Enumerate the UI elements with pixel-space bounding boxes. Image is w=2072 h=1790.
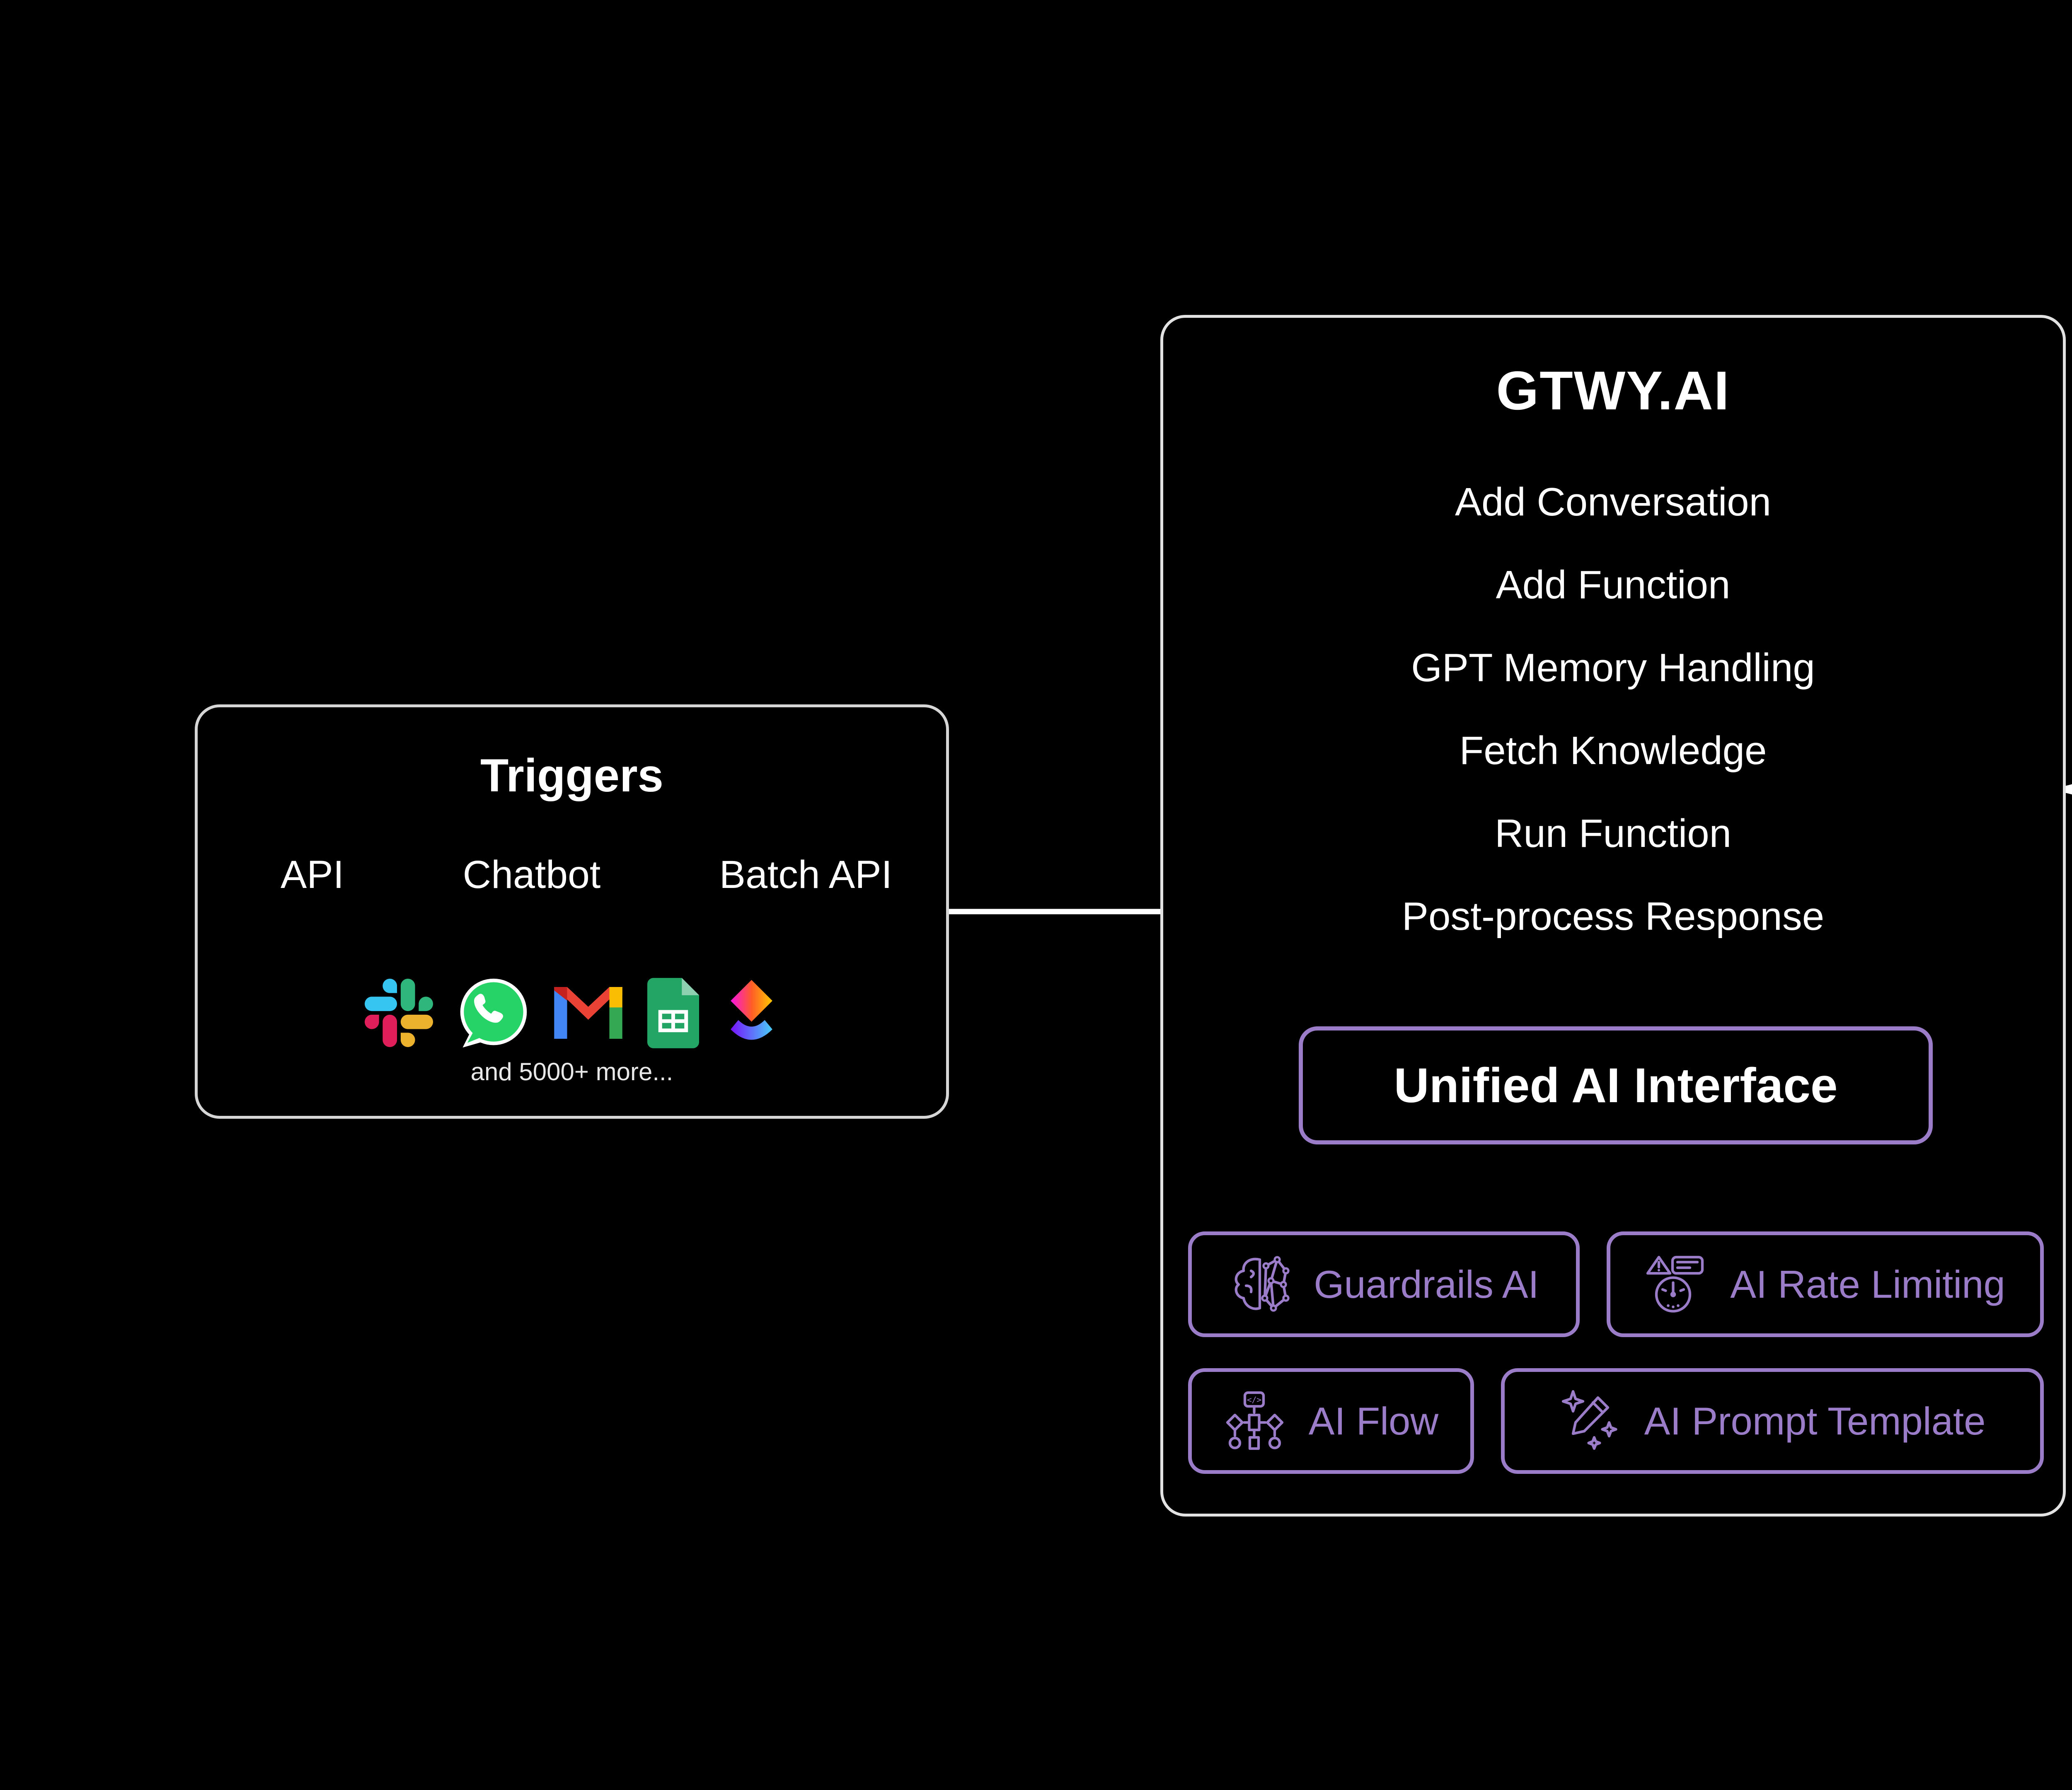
ai-flow-label: AI Flow [1308, 1399, 1439, 1443]
brain-network-icon [1234, 1255, 1290, 1312]
gateway-to-llm-curve [2062, 786, 2072, 795]
ai-prompt-template-label: AI Prompt Template [1644, 1399, 1986, 1443]
guardrails-ai-button[interactable]: Guardrails AI [1188, 1231, 1580, 1337]
pipeline-step-post-process: Post-process Response [1402, 894, 1825, 939]
gmail-icon [554, 987, 622, 1039]
triggers-more-label: and 5000+ more... [470, 1058, 673, 1086]
guardrails-ai-label: Guardrails AI [1314, 1262, 1539, 1306]
trigger-items: API Chatbot Batch API [281, 852, 892, 897]
trigger-integration-icons [198, 977, 946, 1049]
triggers-title: Triggers [480, 750, 663, 801]
gateway-to-knowledge-curve [2062, 784, 2072, 793]
gateway-box: GTWY.AI Add Conversation Add Function GP… [1160, 315, 2066, 1517]
unified-ai-interface-button[interactable]: Unified AI Interface [1299, 1026, 1933, 1144]
clickup-icon [731, 980, 772, 1040]
pipeline-step-add-function: Add Function [1496, 563, 1731, 607]
slack-icon [365, 979, 433, 1047]
pipeline-step-add-conversation: Add Conversation [1455, 480, 1772, 524]
gateway-pipeline: Add Conversation Add Function GPT Memory… [1163, 461, 2063, 958]
trigger-item-chatbot: Chatbot [462, 853, 601, 897]
ai-rate-limiting-button[interactable]: AI Rate Limiting [1607, 1231, 2044, 1337]
triggers-box: Triggers API Chatbot Batch API [195, 704, 949, 1119]
trigger-item-api: API [281, 853, 344, 897]
trigger-item-batch-api: Batch API [719, 853, 892, 897]
gateway-title: GTWY.AI [1496, 360, 1730, 421]
ai-prompt-template-button[interactable]: AI Prompt Template [1501, 1368, 2044, 1474]
rate-limit-gauge-icon [1646, 1255, 1704, 1313]
flowchart-icon: </> [1226, 1391, 1283, 1450]
pipeline-step-fetch-knowledge: Fetch Knowledge [1459, 728, 1767, 773]
prompt-pencil-icon [1561, 1390, 1617, 1450]
whatsapp-icon [460, 978, 527, 1047]
ai-flow-button[interactable]: </> AI Flow [1188, 1368, 1474, 1474]
ai-rate-limiting-label: AI Rate Limiting [1730, 1262, 2005, 1306]
google-sheets-icon [647, 977, 699, 1048]
pipeline-step-run-function: Run Function [1495, 811, 1731, 856]
code-glyph: </> [1247, 1395, 1261, 1405]
pipeline-step-gpt-memory: GPT Memory Handling [1411, 646, 1815, 690]
